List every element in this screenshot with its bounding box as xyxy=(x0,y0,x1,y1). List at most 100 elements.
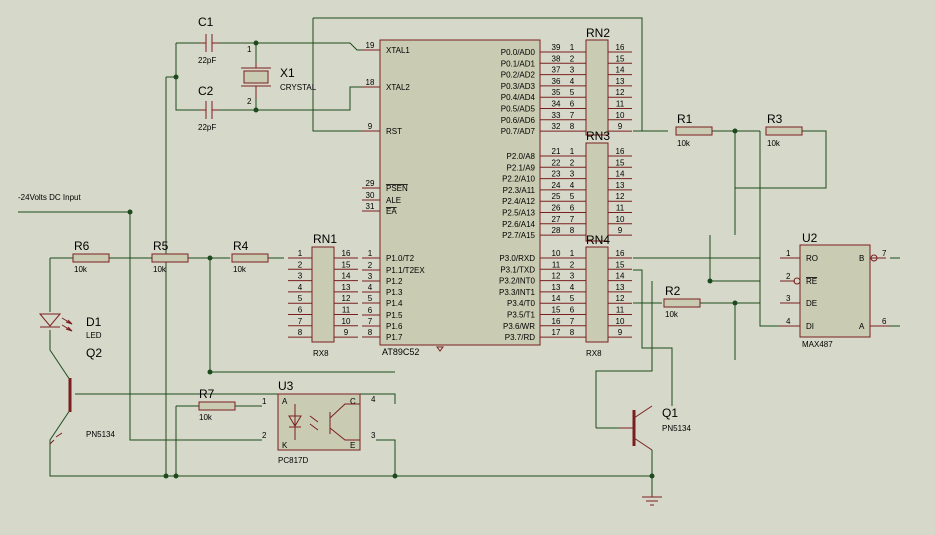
led-d1[interactable]: D1 LED xyxy=(38,313,102,340)
mcu-pin-num: 23 xyxy=(552,170,561,179)
mcu-pin-num: 13 xyxy=(552,283,561,292)
u2-pin-7: 7 xyxy=(882,249,887,258)
x1-ref: X1 xyxy=(280,66,295,80)
mcu-pin-num: 3 xyxy=(368,272,373,281)
crystal-x1[interactable]: 1 2 X1 CRYSTAL xyxy=(241,45,317,106)
r6-ref: R6 xyxy=(74,239,90,253)
mcu-pin-name: P3.1/TXD xyxy=(500,265,535,274)
optocoupler-u3[interactable]: 1 A 2 K 4 C 3 E U3 PC817D xyxy=(262,379,376,465)
resistor-r5[interactable]: R5 10k xyxy=(151,239,189,274)
rn2-pin-right: 13 xyxy=(616,77,625,86)
rn1-pin-left: 7 xyxy=(298,317,303,326)
capacitor-c2[interactable]: C2 22pF xyxy=(198,84,219,132)
mcu-pin-num: 12 xyxy=(552,272,561,281)
mcu-pin-name: P2.3/A11 xyxy=(503,186,536,195)
rn4-pin-right: 12 xyxy=(616,294,625,303)
rn3-pin-right: 11 xyxy=(616,204,625,213)
rn3-pin-left: 8 xyxy=(570,226,575,235)
junctions xyxy=(127,40,738,479)
rn1-pin-right: 13 xyxy=(342,283,351,292)
wires xyxy=(18,17,900,495)
rn1-pin-left: 4 xyxy=(298,283,303,292)
u2-pin-3: 3 xyxy=(786,294,791,303)
u3-value: PC817D xyxy=(278,456,308,465)
rn4-pin-right: 16 xyxy=(616,249,625,258)
rn1-pin-left: 3 xyxy=(298,272,303,281)
mcu-pin-name: P3.4/T0 xyxy=(507,299,536,308)
capacitor-c1[interactable]: C1 22pF xyxy=(198,15,219,65)
rn2-pin-right: 11 xyxy=(616,100,625,109)
mcu-pin-num: 4 xyxy=(368,283,373,292)
rn2-pin-left: 3 xyxy=(570,66,575,75)
x1-pin-1: 1 xyxy=(247,45,252,54)
mcu-pin-name: P2.2/A10 xyxy=(502,175,535,184)
resistor-r7[interactable]: R7 10k xyxy=(198,387,236,422)
mcu-at89c52[interactable]: 19XTAL118XTAL29RST29PSEN30ALE31EA1P1.0/T… xyxy=(362,39,586,357)
transistor-q1[interactable]: Q1 PN5134 xyxy=(620,405,691,451)
u2-ref: U2 xyxy=(802,231,818,245)
mcu-pin-name: ALE xyxy=(386,196,401,205)
mcu-pin-name: P0.6/AD6 xyxy=(501,116,536,125)
mcu-pin-name: P0.3/AD3 xyxy=(501,82,536,91)
rn3-pin-right: 16 xyxy=(616,147,625,156)
transistor-q2[interactable]: Q2 PN5134 xyxy=(49,346,115,445)
rn3-pin-left: 4 xyxy=(570,181,575,190)
rn3-pin-right: 14 xyxy=(616,170,625,179)
mcu-pin-name: P3.6/WR xyxy=(503,322,535,331)
rn3-pin-right: 13 xyxy=(616,181,625,190)
resistor-r6[interactable]: R6 10k xyxy=(72,239,110,274)
mcu-pin-num: 5 xyxy=(368,294,373,303)
resistor-r2[interactable]: R2 10k xyxy=(663,284,701,319)
rn4-pin-left: 1 xyxy=(570,249,575,258)
rn2-pin-right: 12 xyxy=(616,88,625,97)
u2-pin-4: 4 xyxy=(786,317,791,326)
rn2-pin-right: 16 xyxy=(616,43,625,52)
rn4-pin-left: 8 xyxy=(570,328,575,337)
transceiver-u2[interactable]: 1 RO 2 RE 3 DE 4 DI 7 B 6 A U2 MAX487 xyxy=(780,231,890,349)
rn4-pin-left: 4 xyxy=(570,283,575,292)
rn4-pin-right: 14 xyxy=(616,272,625,281)
mcu-pin-name: P2.6/A14 xyxy=(502,220,535,229)
r7-ref: R7 xyxy=(199,387,215,401)
rn4-pin-right: 13 xyxy=(616,283,625,292)
mcu-pin-name: P1.6 xyxy=(386,322,403,331)
r2-ref: R2 xyxy=(665,284,681,298)
u3-pin-4: 4 xyxy=(371,395,376,404)
resistor-r3[interactable]: R3 10k xyxy=(765,112,803,148)
u3-pin-a: A xyxy=(282,397,288,406)
resistor-r4[interactable]: R4 10k xyxy=(231,239,269,274)
mcu-pin-num: 19 xyxy=(366,41,375,50)
r6-value: 10k xyxy=(74,265,88,274)
u3-pin-e: E xyxy=(350,441,355,450)
rn2-pin-left: 4 xyxy=(570,77,575,86)
rn4-pin-left: 5 xyxy=(570,294,575,303)
rn3-pin-left: 5 xyxy=(570,192,575,201)
rn1-pin-right: 14 xyxy=(342,272,351,281)
resistor-r1[interactable]: R1 10k xyxy=(675,112,713,148)
mcu-pin-num: 8 xyxy=(368,328,373,337)
rn3-pin-right: 10 xyxy=(616,215,625,224)
rn4-pin-right: 11 xyxy=(616,306,625,315)
rn1-pin-right: 11 xyxy=(342,306,351,315)
rn3-pin-left: 6 xyxy=(570,204,575,213)
rn2-pin-left: 8 xyxy=(570,122,575,131)
c2-ref: C2 xyxy=(198,84,214,98)
rn3-pin-left: 3 xyxy=(570,170,575,179)
u3-pin-c: C xyxy=(350,397,356,406)
rn2-pin-right: 9 xyxy=(618,122,623,131)
rn1-pin-right: 9 xyxy=(344,328,349,337)
mcu-pin-num: 15 xyxy=(552,306,561,315)
q2-ref: Q2 xyxy=(86,346,102,360)
mcu-pin-name: P1.0/T2 xyxy=(386,254,415,263)
rn1-pin-right: 12 xyxy=(342,294,351,303)
mcu-pin-name: XTAL1 xyxy=(386,46,410,55)
rn4-pin-left: 2 xyxy=(570,260,575,269)
c1-ref: C1 xyxy=(198,15,214,29)
mcu-pin-name: P2.0/A8 xyxy=(507,152,536,161)
rn1-pin-left: 8 xyxy=(298,328,303,337)
r4-value: 10k xyxy=(233,265,247,274)
